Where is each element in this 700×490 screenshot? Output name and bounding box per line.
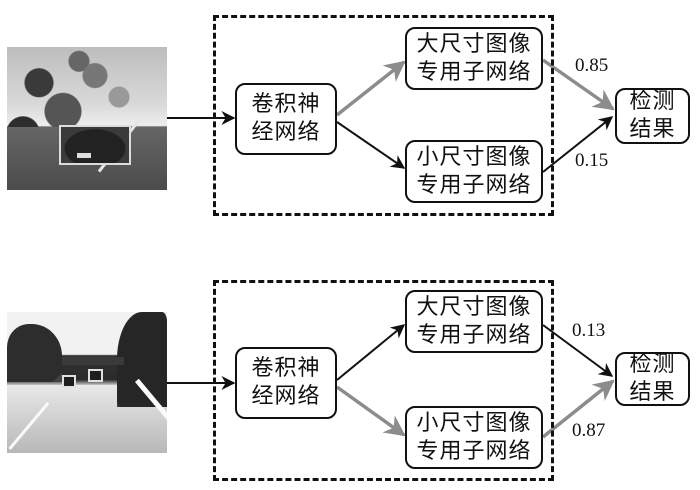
detection-bounding-box [62,375,76,388]
trees-left [7,324,62,382]
weight-large-bottom: 0.13 [572,320,606,341]
detection-bounding-box [88,369,103,382]
model-boundary-top [213,15,554,216]
cnn-node-bottom: 卷积神 经网络 [235,347,337,419]
result-node-top: 检测 结果 [615,88,690,144]
detection-bounding-box [59,125,131,165]
trees-right [117,312,167,407]
input-image-car [7,47,167,190]
weight-small-bottom: 0.87 [572,420,606,441]
small-subnet-node-bottom: 小尺寸图像 专用子网络 [405,406,543,469]
model-boundary-bottom [213,280,554,481]
input-image-highway [7,312,167,453]
weight-small-top: 0.15 [575,150,609,171]
large-subnet-node-bottom: 大尺寸图像 专用子网络 [405,290,543,353]
result-node-bottom: 检测 结果 [615,352,690,406]
overpass [62,357,124,365]
small-subnet-node-top: 小尺寸图像 专用子网络 [405,140,543,203]
weight-large-top: 0.85 [575,55,609,76]
cnn-node-top: 卷积神 经网络 [235,83,337,155]
large-subnet-node-top: 大尺寸图像 专用子网络 [405,27,543,90]
